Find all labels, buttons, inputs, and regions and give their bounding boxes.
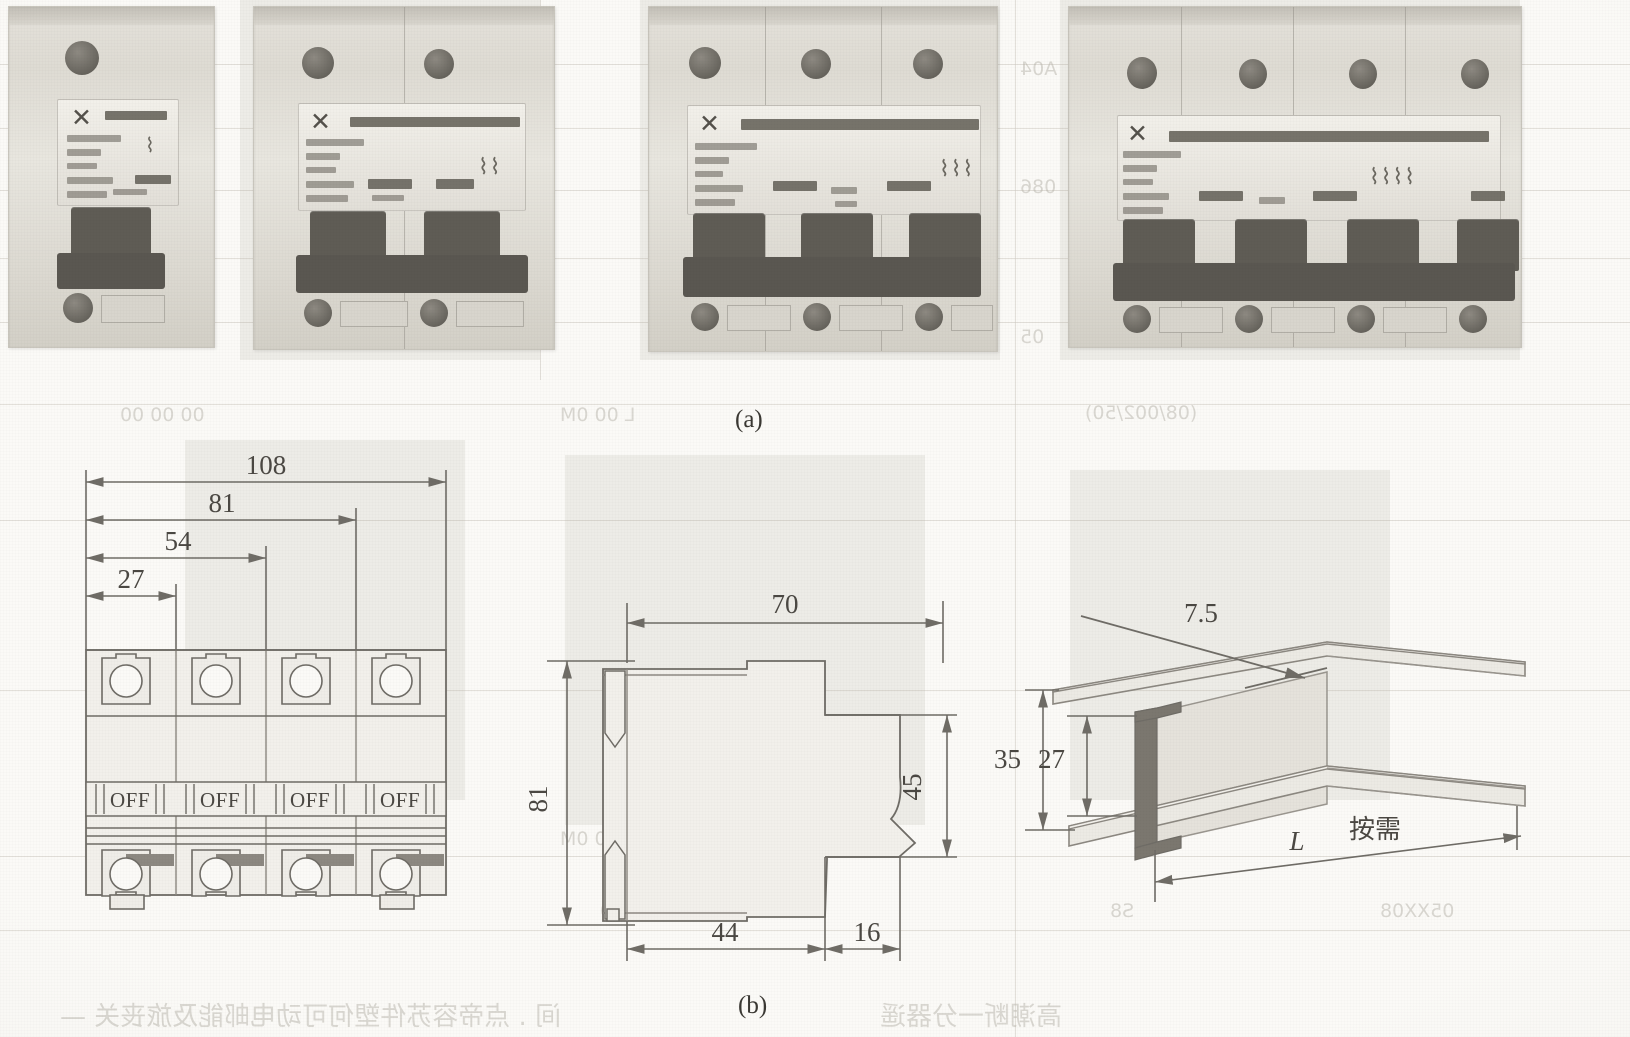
terminal-screw-icon xyxy=(424,49,454,79)
terminal-screw-icon xyxy=(302,47,334,79)
toggle-lever xyxy=(1457,219,1519,271)
toggle-lever xyxy=(693,213,765,265)
dim-16: 16 xyxy=(854,917,881,947)
breaking-capacity-mark: ⌇⌇⌇ xyxy=(939,157,975,182)
toggle-lever xyxy=(801,213,873,265)
figure-label-b: (b) xyxy=(738,992,768,1019)
dim-45: 45 xyxy=(897,774,927,801)
breaker-photo-1p: ✕ ⌇ xyxy=(8,6,215,348)
terminal-screw-icon xyxy=(420,299,448,327)
brand-logo-icon: ✕ xyxy=(699,109,720,138)
off-label: OFF xyxy=(110,788,150,812)
toggle-lever xyxy=(909,213,981,265)
off-label: OFF xyxy=(380,788,420,812)
dim-27: 27 xyxy=(118,564,145,594)
off-label: OFF xyxy=(200,788,240,812)
toggle-lever xyxy=(310,211,386,263)
terminal-screw-icon xyxy=(691,303,719,331)
terminal-screw-icon xyxy=(1127,57,1157,89)
terminal-screw-icon xyxy=(803,303,831,331)
breaking-capacity-mark: ⌇⌇⌇⌇ xyxy=(1369,165,1416,190)
dim-27-rail: 27 xyxy=(1038,744,1065,774)
dim-108: 108 xyxy=(246,450,287,480)
breaker-photo-2p: ✕ ⌇⌇ xyxy=(253,6,555,350)
brand-logo-icon: ✕ xyxy=(310,107,331,136)
toggle-lever xyxy=(424,211,500,263)
terminal-screw-icon xyxy=(1349,59,1377,89)
breaking-capacity-mark: ⌇⌇ xyxy=(478,155,502,180)
dim-81: 81 xyxy=(523,786,553,813)
terminal-screw-icon xyxy=(1459,305,1487,333)
din-rail-drawing: 7.5 35 27 L 按需 xyxy=(994,590,1545,930)
brand-logo-icon: ✕ xyxy=(1127,119,1148,148)
terminal-screw-icon xyxy=(1347,305,1375,333)
terminal-screw-icon xyxy=(689,47,721,79)
dim-L-note: 按需 xyxy=(1349,815,1401,845)
terminal-screw-icon xyxy=(1123,305,1151,333)
terminal-screw-icon xyxy=(63,293,93,323)
terminal-screw-icon xyxy=(915,303,943,331)
terminal-screw-icon xyxy=(65,41,99,75)
breaking-capacity-mark: ⌇ xyxy=(145,133,156,157)
toggle-lever xyxy=(1347,219,1419,271)
figure-label-a: (a) xyxy=(735,406,763,433)
terminal-screw-icon xyxy=(1235,305,1263,333)
dim-7p5: 7.5 xyxy=(1184,598,1218,628)
dim-44: 44 xyxy=(712,917,740,947)
terminal-screw-icon xyxy=(1239,59,1267,89)
dim-70: 70 xyxy=(772,589,799,619)
dim-81: 81 xyxy=(209,488,236,518)
breaker-top-band xyxy=(9,7,214,25)
breaker-top-band xyxy=(649,7,997,25)
toggle-lever xyxy=(1123,219,1195,271)
breaker-photo-4p: ✕ ⌇⌇⌇⌇ xyxy=(1068,6,1522,348)
front-view-drawing: 108 81 54 27 xyxy=(60,450,480,950)
breaker-top-band xyxy=(1069,7,1521,25)
brand-logo-icon: ✕ xyxy=(71,103,92,132)
dim-L: L xyxy=(1288,826,1304,856)
breaker-photo-row: ✕ ⌇ ✕ xyxy=(0,0,1630,365)
breaker-photo-3p: ✕ ⌇⌇⌇ xyxy=(648,6,998,352)
side-view-drawing: 70 81 xyxy=(495,565,965,965)
off-label: OFF xyxy=(290,788,330,812)
terminal-screw-icon xyxy=(801,49,831,79)
terminal-screw-icon xyxy=(304,299,332,327)
dim-35: 35 xyxy=(994,744,1021,774)
terminal-screw-icon xyxy=(1461,59,1489,89)
toggle-lever xyxy=(1235,219,1307,271)
terminal-screw-icon xyxy=(913,49,943,79)
dim-54: 54 xyxy=(165,526,193,556)
